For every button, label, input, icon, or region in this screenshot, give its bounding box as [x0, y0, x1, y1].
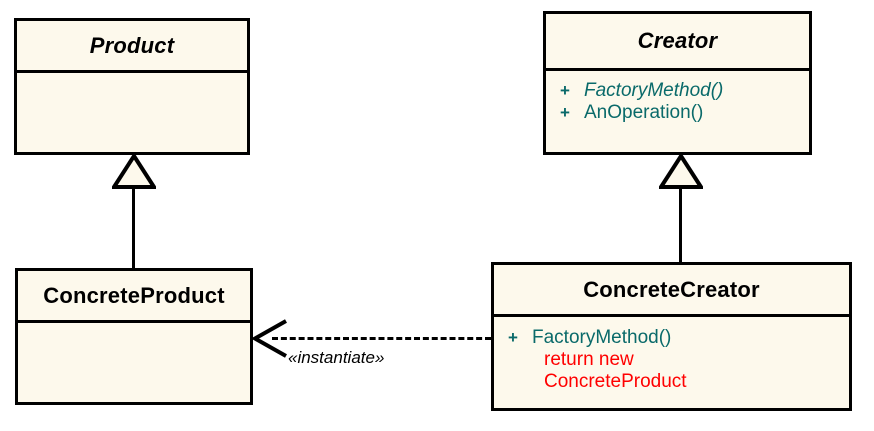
code-line: return new	[544, 349, 634, 371]
class-name-product: Product	[17, 21, 247, 73]
class-name-concreteproduct: ConcreteProduct	[18, 271, 250, 323]
member-row: + FactoryMethod()	[546, 80, 809, 102]
class-box-concreteproduct[interactable]: ConcreteProduct	[15, 268, 253, 405]
class-box-product[interactable]: Product	[14, 18, 250, 155]
visibility-marker: +	[560, 103, 570, 123]
inheritance-line-product	[132, 186, 135, 270]
dependency-line-instantiate	[272, 337, 491, 340]
inheritance-line-creator	[679, 186, 682, 264]
member-signature: FactoryMethod()	[532, 327, 672, 348]
class-name-creator: Creator	[546, 14, 809, 71]
class-name-concretecreator: ConcreteCreator	[494, 265, 849, 317]
member-signature: AnOperation()	[584, 102, 704, 124]
visibility-marker: +	[560, 81, 570, 100]
class-box-concretecreator[interactable]: ConcreteCreator + FactoryMethod() return…	[491, 262, 852, 411]
dependency-arrowhead-icon	[252, 318, 288, 360]
dependency-label-instantiate: «instantiate»	[288, 348, 385, 367]
code-line: ConcreteProduct	[544, 371, 687, 393]
visibility-marker: +	[508, 328, 518, 347]
class-box-creator[interactable]: Creator + FactoryMethod() + AnOperation(…	[543, 11, 812, 155]
class-members-concreteproduct	[18, 323, 250, 402]
class-members-concretecreator: + FactoryMethod() return new ConcretePro…	[494, 317, 849, 408]
class-members-product	[17, 73, 247, 152]
member-row: + AnOperation()	[546, 102, 809, 124]
class-members-creator: + FactoryMethod() + AnOperation()	[546, 71, 809, 152]
member-row: + FactoryMethod()	[494, 327, 849, 349]
member-signature: FactoryMethod()	[584, 80, 724, 101]
